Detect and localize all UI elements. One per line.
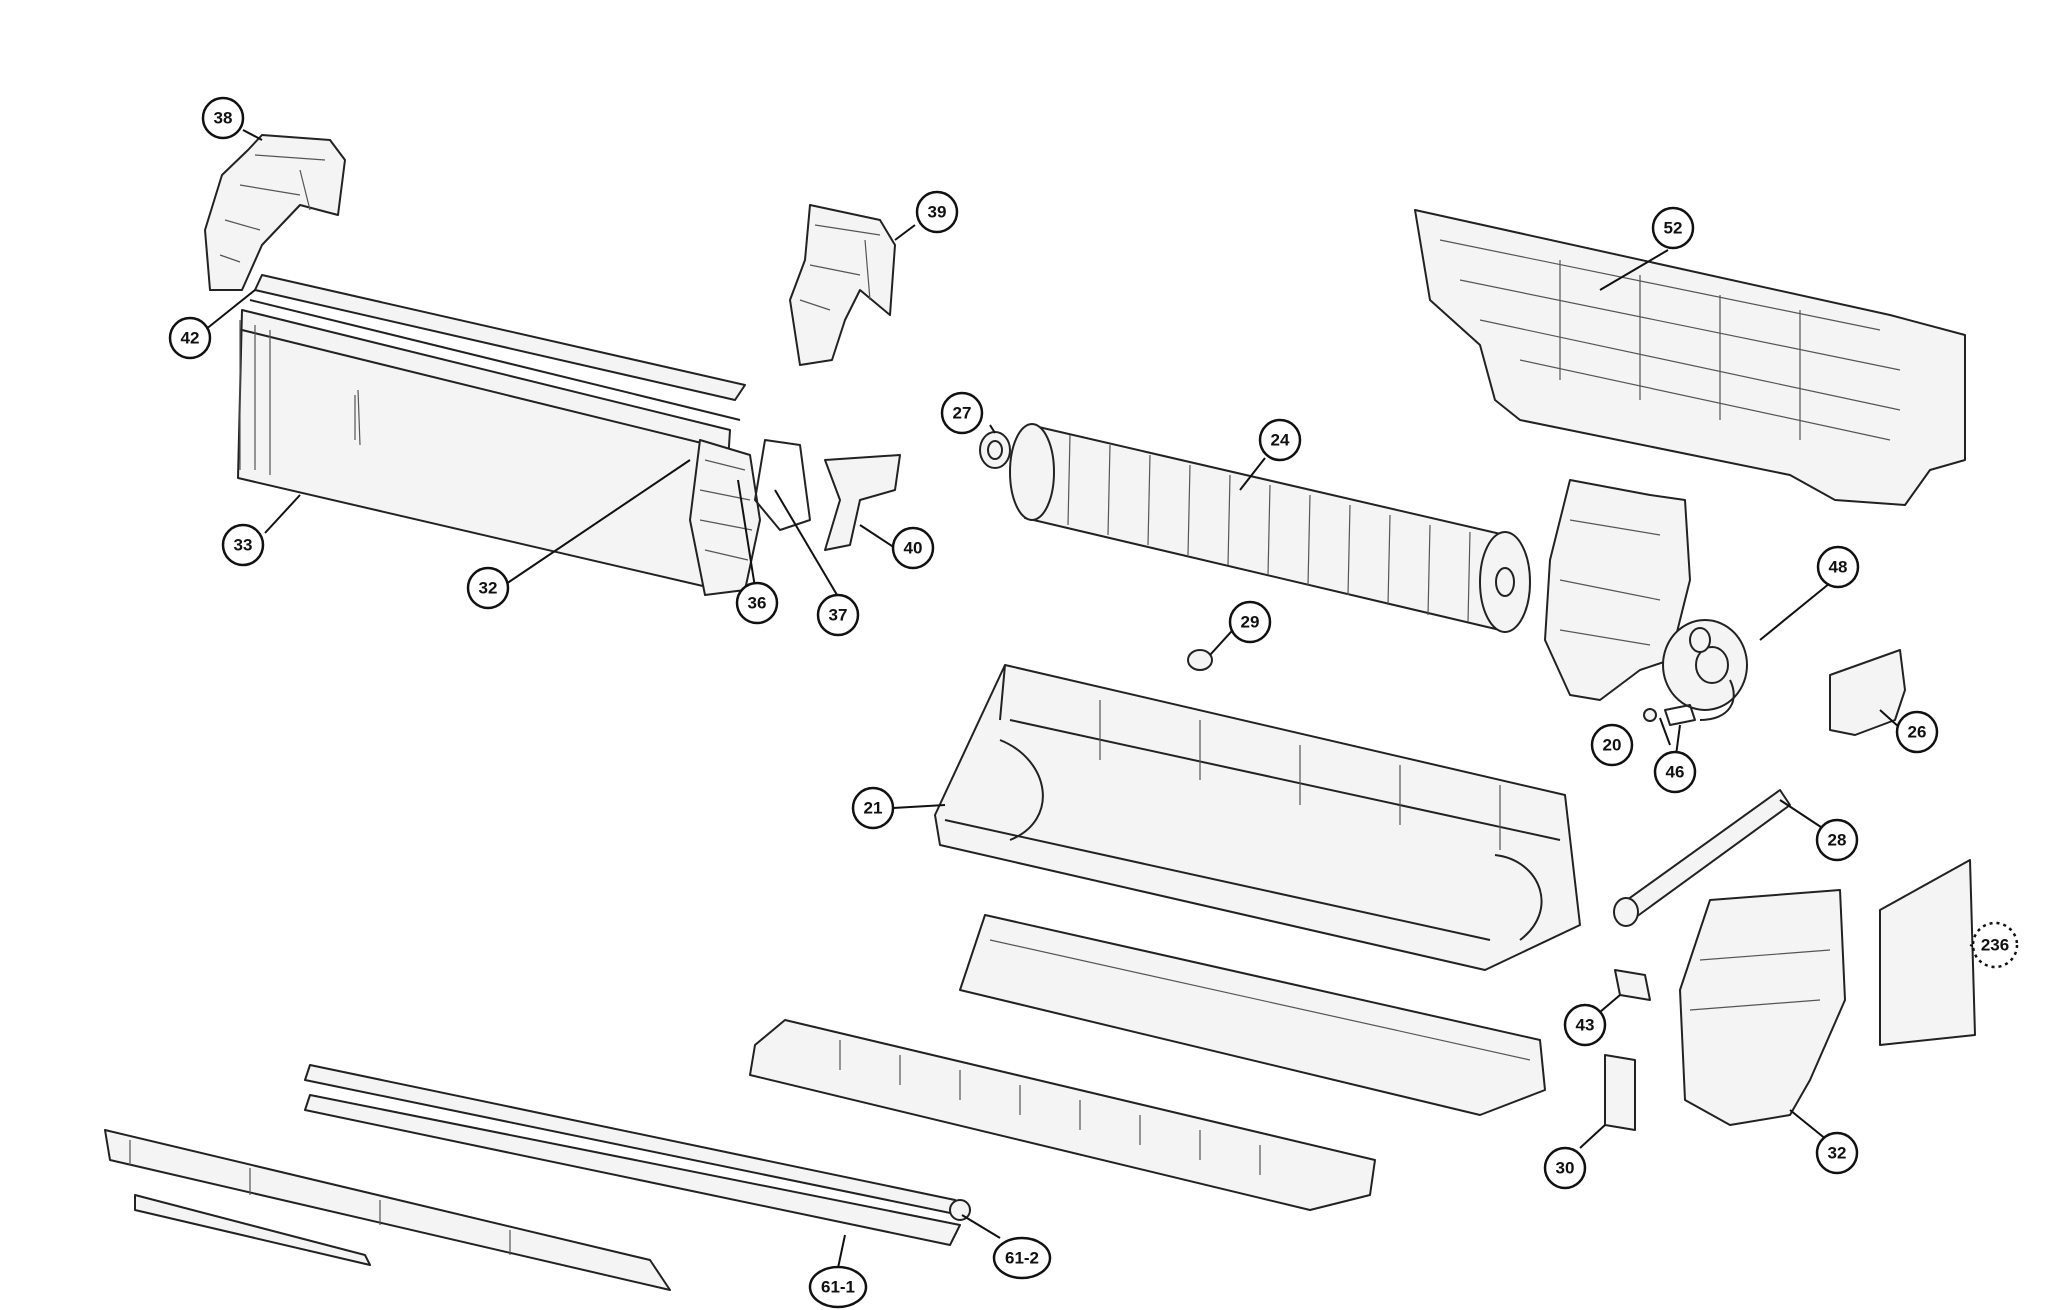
callout-label: 52 — [1664, 219, 1683, 238]
callout-label: 40 — [904, 539, 923, 558]
callout-43: 43 — [1563, 1003, 1607, 1047]
part-27-bearing — [979, 431, 1011, 469]
part-42-strip — [254, 274, 746, 401]
callout-28: 28 — [1815, 818, 1859, 862]
part-rail-lower-a — [104, 1129, 671, 1291]
callout-label: 24 — [1271, 431, 1290, 450]
callout-label: 27 — [953, 404, 972, 423]
callout-label: 26 — [1908, 723, 1927, 742]
callout-label: 39 — [928, 203, 947, 222]
callout-32: 32 — [466, 566, 510, 610]
part-40-clip — [824, 454, 901, 551]
part-lower-chassis — [959, 914, 1546, 1116]
callout-27: 27 — [940, 391, 984, 435]
callout-label: 32 — [479, 579, 498, 598]
part-48-motor — [1662, 619, 1748, 721]
callout-52: 52 — [1651, 206, 1695, 250]
part-38-bracket — [204, 134, 346, 291]
callout-36: 36 — [735, 581, 779, 625]
part-61-2-rail — [304, 1064, 971, 1221]
callout-42: 42 — [168, 316, 212, 360]
part-21-casing — [934, 664, 1581, 971]
callout-label: 28 — [1828, 831, 1847, 850]
part-37-end-plate — [754, 439, 811, 531]
callout-61-1: 61-1 — [808, 1265, 868, 1309]
callout-26: 26 — [1895, 710, 1939, 754]
callout-61-2: 61-2 — [992, 1236, 1052, 1280]
part-43-knob — [1614, 969, 1651, 1001]
callout-40: 40 — [891, 526, 935, 570]
part-36-tube-assembly — [689, 439, 761, 596]
callout-label: 20 — [1603, 736, 1622, 755]
part-29-bushing — [1187, 649, 1213, 671]
part-24-fan — [1009, 423, 1531, 633]
part-32-control-box — [1679, 889, 1846, 1126]
callout-30: 30 — [1543, 1146, 1587, 1190]
callout-21: 21 — [851, 786, 895, 830]
callout-label: 61-2 — [1005, 1249, 1039, 1268]
callout-label: 37 — [829, 606, 848, 625]
callout-48: 48 — [1816, 545, 1860, 589]
callout-label: 32 — [1828, 1144, 1847, 1163]
part-rail-lower-b — [134, 1194, 371, 1266]
callout-label: 38 — [214, 109, 233, 128]
callout-label: 61-1 — [821, 1278, 855, 1297]
part-46-sensor — [1664, 704, 1696, 726]
callout-32-right: 32 — [1815, 1131, 1859, 1175]
part-20-screw — [1643, 708, 1657, 722]
callout-label: 236 — [1981, 936, 2009, 955]
callout-20: 20 — [1590, 723, 1634, 767]
part-30-block — [1604, 1054, 1636, 1131]
callout-24: 24 — [1258, 418, 1302, 462]
part-26-motor-clamp — [1829, 649, 1906, 736]
callout-46: 46 — [1653, 750, 1697, 794]
part-motor-housing — [1544, 479, 1691, 701]
callout-37: 37 — [816, 593, 860, 637]
part-33-coil — [237, 299, 741, 591]
part-28-shaft — [1613, 789, 1791, 927]
callout-label: 29 — [1241, 613, 1260, 632]
callout-29: 29 — [1228, 600, 1272, 644]
callout-236: 236 — [1971, 921, 2019, 969]
callout-label: 36 — [748, 594, 767, 613]
callout-label: 46 — [1666, 763, 1685, 782]
callout-33: 33 — [221, 523, 265, 567]
callout-label: 30 — [1556, 1159, 1575, 1178]
callout-label: 21 — [864, 799, 883, 818]
callout-label: 43 — [1576, 1016, 1595, 1035]
callout-label: 48 — [1829, 558, 1848, 577]
part-61-1-rail — [304, 1094, 961, 1246]
part-52-rear-panel — [1414, 209, 1966, 506]
part-louver-assembly — [749, 1019, 1376, 1211]
callout-label: 33 — [234, 536, 253, 555]
callout-label: 42 — [181, 329, 200, 348]
part-236-cover-plate — [1879, 859, 1976, 1046]
part-39-bracket — [789, 204, 896, 366]
callout-39: 39 — [915, 190, 959, 234]
callout-38: 38 — [201, 96, 245, 140]
